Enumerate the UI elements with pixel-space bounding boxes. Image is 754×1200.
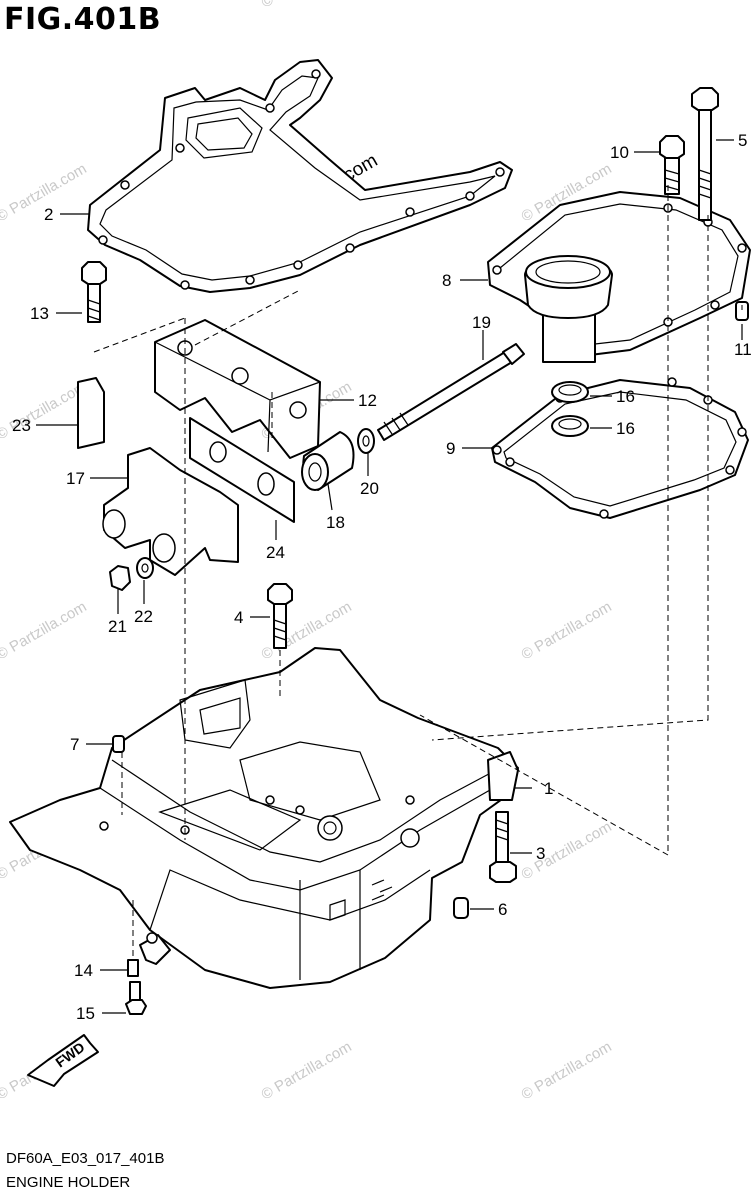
washer-part-22 <box>136 557 154 579</box>
callout-20: 20 <box>360 479 379 498</box>
watermark-faint: © Partzilla.com <box>259 0 355 11</box>
watermark-faint: © Partzilla.com <box>259 1038 355 1103</box>
cover-plate-part-8 <box>487 191 751 363</box>
callout-21: 21 <box>108 617 127 636</box>
callout-15: 15 <box>76 1004 95 1023</box>
nut-part-21 <box>109 565 131 591</box>
bolt-part-4 <box>267 583 293 649</box>
callout-numbers: 1 2 3 4 5 6 7 8 9 10 11 12 13 14 15 16 1… <box>12 131 752 1023</box>
dowel-part-11 <box>735 301 749 321</box>
gasket-upper-part-2 <box>87 59 513 293</box>
figure-title: FIG.401B <box>4 2 162 37</box>
dowel-part-6 <box>453 897 469 919</box>
figure-code: DF60A_E03_017_401B <box>6 1150 165 1167</box>
stud-part-14 <box>127 932 171 977</box>
assembly-dashed-lines <box>93 185 743 960</box>
callout-22: 22 <box>134 607 153 626</box>
bracket-part-12 <box>154 319 321 459</box>
callout-4: 4 <box>234 608 243 627</box>
mount-part-17 <box>102 447 239 576</box>
callout-17: 17 <box>66 469 85 488</box>
bolt-part-5 <box>691 87 719 221</box>
callout-9: 9 <box>446 439 455 458</box>
callout-5: 5 <box>738 131 747 150</box>
callout-13: 13 <box>30 304 49 323</box>
callout-10: 10 <box>610 143 629 162</box>
bolt-part-3 <box>489 811 517 883</box>
bolt-part-15 <box>125 981 147 1015</box>
leader-lines <box>36 139 743 1014</box>
watermark-faint: © Partzilla.com <box>519 1038 615 1103</box>
callout-6: 6 <box>498 900 507 919</box>
stud-part-19 <box>377 343 525 441</box>
bolt-part-10 <box>659 135 685 195</box>
callout-14: 14 <box>74 961 93 980</box>
callout-24: 24 <box>266 543 285 562</box>
figure-caption: ENGINE HOLDER <box>6 1174 131 1191</box>
watermark-faint: © Partzilla.com <box>519 818 615 883</box>
callout-11: 11 <box>734 340 752 359</box>
callout-8: 8 <box>442 271 451 290</box>
callout-23: 23 <box>12 416 31 435</box>
bushing-part-18 <box>301 431 355 491</box>
callout-2: 2 <box>44 205 53 224</box>
watermark-faint: © Partzilla.com <box>0 598 90 663</box>
forward-direction-arrow: FWD <box>27 1034 99 1087</box>
dowel-part-7 <box>112 735 125 753</box>
bolt-part-13 <box>81 261 107 323</box>
callout-16b: 16 <box>616 419 635 438</box>
callout-12: 12 <box>358 391 377 410</box>
callout-19: 19 <box>472 313 491 332</box>
callout-18: 18 <box>326 513 345 532</box>
callout-3: 3 <box>536 844 545 863</box>
callout-16a: 16 <box>616 387 635 406</box>
washer-part-20 <box>357 428 375 454</box>
engine-holder-part-1 <box>9 647 519 989</box>
seal-part-16 <box>551 381 589 437</box>
plate-part-24 <box>189 417 295 523</box>
gasket-lower-part-9 <box>491 377 749 519</box>
callout-1: 1 <box>544 779 553 798</box>
callout-7: 7 <box>70 735 79 754</box>
bracket-part-23 <box>77 377 105 449</box>
watermark-faint: © Partzilla.com <box>519 598 615 663</box>
